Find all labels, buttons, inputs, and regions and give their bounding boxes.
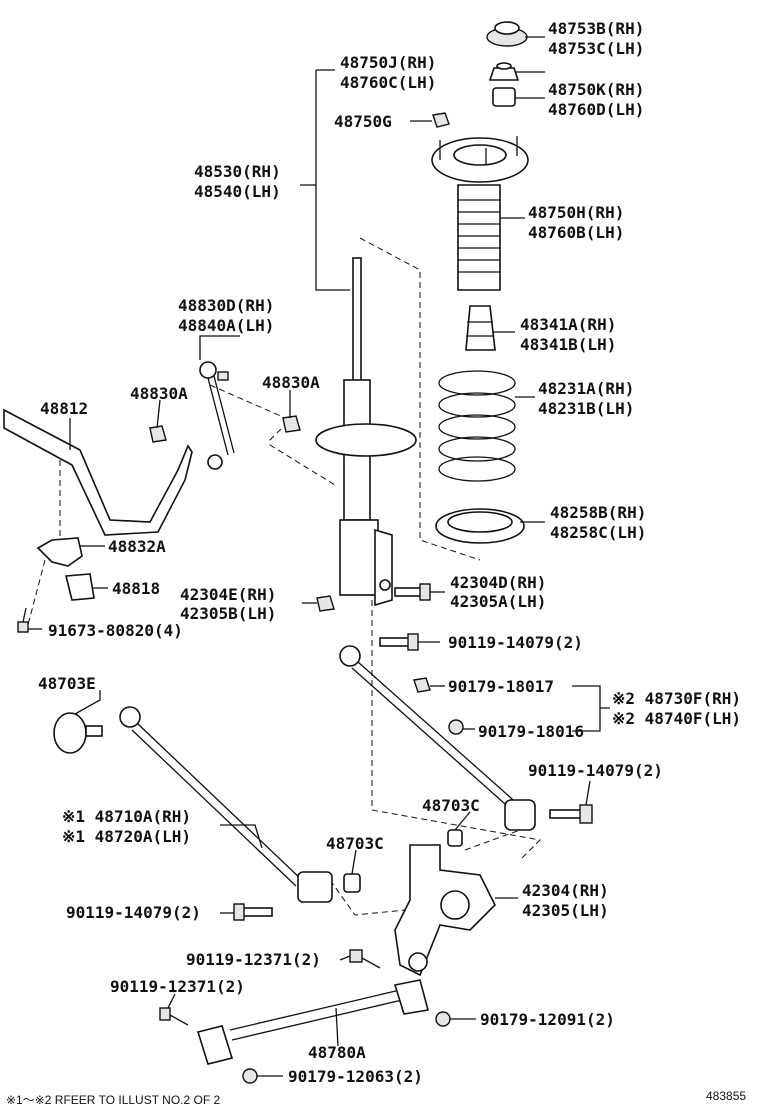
mount-cap-part (486, 21, 528, 47)
label-42304: 42304(RH) (522, 881, 609, 900)
nut-48750j-part (488, 62, 520, 81)
label-42305b: 42305B(LH) (180, 604, 276, 623)
assembly-dashed-lines (27, 237, 542, 916)
label-48231b: 48231B(LH) (538, 399, 634, 418)
label-48258c: 48258C(LH) (550, 523, 646, 542)
label-48740f: ※2 48740F(LH) (612, 709, 741, 728)
shock-absorber-part (315, 257, 417, 607)
nut-48830a-right-part (282, 415, 301, 433)
label-48760d: 48760D(LH) (548, 100, 644, 119)
label-48780a: 48780A (308, 1043, 366, 1062)
label-90179-12063: 90179-12063(2) (288, 1067, 423, 1086)
label-48703c-lower: 48703C (326, 834, 384, 853)
nut-48750g-part (432, 112, 450, 128)
label-42304d: 42304D(RH) (450, 573, 546, 592)
label-90119-12371-lower: 90119-12371(2) (110, 977, 245, 996)
label-48753b: 48753B(RH) (548, 19, 644, 38)
bolt-90119-12371-lower-part (159, 1007, 189, 1026)
label-48818: 48818 (112, 579, 160, 598)
label-48760b: 48760B(LH) (528, 223, 624, 242)
strut-mount-part (431, 136, 529, 183)
label-48830a-left: 48830A (130, 384, 188, 403)
label-48753c: 48753C(LH) (548, 39, 644, 58)
bolt-90119-14079-lower-part (233, 903, 273, 921)
label-48341b: 48341B(LH) (520, 335, 616, 354)
label-48730f: ※2 48730F(RH) (612, 689, 741, 708)
spring-insulator-part (435, 508, 525, 544)
lateral-arm-48780a-part (196, 979, 429, 1065)
bolt-90119-14079-upper-part (379, 633, 419, 651)
label-48703c-upper: 48703C (422, 796, 480, 815)
bolt-91673-part (17, 607, 29, 633)
dust-boot-part (457, 184, 501, 291)
nut-48830a-left-part (149, 425, 167, 443)
label-48750g: 48750G (334, 112, 392, 131)
label-48341a: 48341A(RH) (520, 315, 616, 334)
bushing-48703c-lower-part (343, 873, 361, 893)
diagram-id: 483855 (706, 1089, 746, 1103)
bolt-42304d-part (394, 583, 431, 601)
label-48760c: 48760C(LH) (340, 73, 436, 92)
label-48830d: 48830D(RH) (178, 296, 274, 315)
stabilizer-link-part (199, 361, 235, 470)
nut-42304e-part (316, 595, 335, 612)
label-42305a: 42305A(LH) (450, 592, 546, 611)
bushing-48818-part (64, 573, 95, 601)
label-48710a: ※1 48710A(RH) (62, 807, 191, 826)
label-91673-80820: 91673-80820(4) (48, 621, 183, 640)
label-48231a: 48231A(RH) (538, 379, 634, 398)
label-48750j: 48750J(RH) (340, 53, 436, 72)
footer-note: ※1～※2 RFEER TO ILLUST NO.2 OF 2 (6, 1093, 220, 1107)
bracket-48832a-part (36, 537, 83, 567)
label-48832a: 48832A (108, 537, 166, 556)
nut-90179-18016-part (448, 719, 464, 735)
leader-lines (28, 36, 610, 1077)
label-90179-12091: 90179-12091(2) (480, 1010, 615, 1029)
bolt-90119-12371-upper-part (349, 949, 381, 969)
label-48840a: 48840A(LH) (178, 316, 274, 335)
label-48720a: ※1 48720A(LH) (62, 827, 191, 846)
bushing-48703c-upper-part (447, 829, 463, 847)
label-48750h: 48750H(RH) (528, 203, 624, 222)
bushing-48750k-part (492, 87, 516, 107)
label-42305: 42305(LH) (522, 901, 609, 920)
coil-spring-part (438, 370, 516, 482)
label-90179-18016: 90179-18016 (478, 722, 584, 741)
label-90179-18017: 90179-18017 (448, 677, 554, 696)
label-90119-12371-upper: 90119-12371(2) (186, 950, 321, 969)
label-48540: 48540(LH) (194, 182, 281, 201)
nut-90179-18017-part (413, 677, 431, 693)
nut-90179-12091-part (435, 1011, 451, 1027)
bushing-48703e-part (53, 712, 103, 754)
stabilizer-bar-part (3, 408, 193, 536)
nut-90179-12063-part (242, 1068, 258, 1084)
label-90119-14079-upper: 90119-14079(2) (448, 633, 583, 652)
label-48830a-right: 48830A (262, 373, 320, 392)
label-90119-14079-lower: 90119-14079(2) (66, 903, 201, 922)
bump-stopper-part (465, 305, 496, 351)
label-48703e: 48703E (38, 674, 96, 693)
label-48812: 48812 (40, 399, 88, 418)
lower-arm-48710a-part (119, 706, 333, 903)
label-42304e: 42304E(RH) (180, 585, 276, 604)
rear-arm-48730f-part (339, 645, 536, 831)
label-48530: 48530(RH) (194, 162, 281, 181)
part-labels: 48753B(RH) 48753C(LH) 48750J(RH) 48760C(… (38, 19, 741, 1086)
label-48750k: 48750K(RH) (548, 80, 644, 99)
bolt-90119-14079-right-part (549, 804, 593, 824)
axle-carrier-part (394, 844, 496, 977)
label-90119-14079-right: 90119-14079(2) (528, 761, 663, 780)
label-48258b: 48258B(RH) (550, 503, 646, 522)
